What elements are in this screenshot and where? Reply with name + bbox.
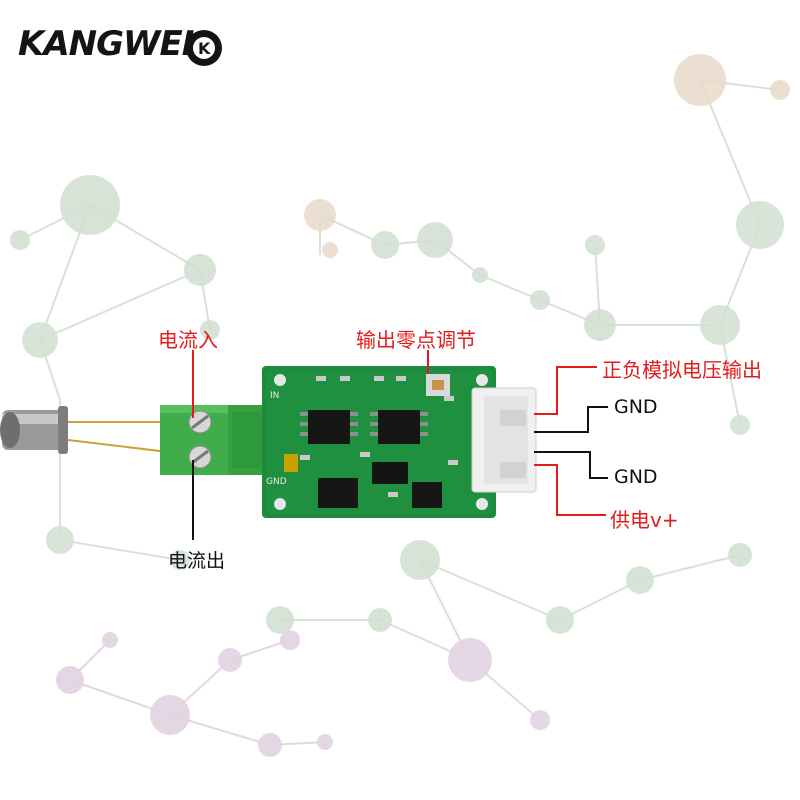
logo-badge-icon: K <box>186 30 222 66</box>
output-connector <box>471 387 537 493</box>
svg-text:K: K <box>198 39 211 58</box>
silkscreen-in: IN <box>270 391 279 401</box>
label-zero-adjust: 输出零点调节 <box>356 328 476 352</box>
label-gnd-top: GND <box>614 396 658 418</box>
sensor-probe <box>0 406 186 455</box>
label-gnd-bottom: GND <box>614 466 658 488</box>
label-current-in: 电流入 <box>158 328 218 352</box>
brand-logo: KANGWEI <box>18 24 194 64</box>
label-analog-output: 正负模拟电压输出 <box>602 358 762 382</box>
pcb-board <box>262 366 496 518</box>
label-current-out: 电流出 <box>168 550 226 572</box>
silkscreen-gnd: GND <box>266 477 287 487</box>
label-power-supply: 供电v+ <box>610 508 679 532</box>
